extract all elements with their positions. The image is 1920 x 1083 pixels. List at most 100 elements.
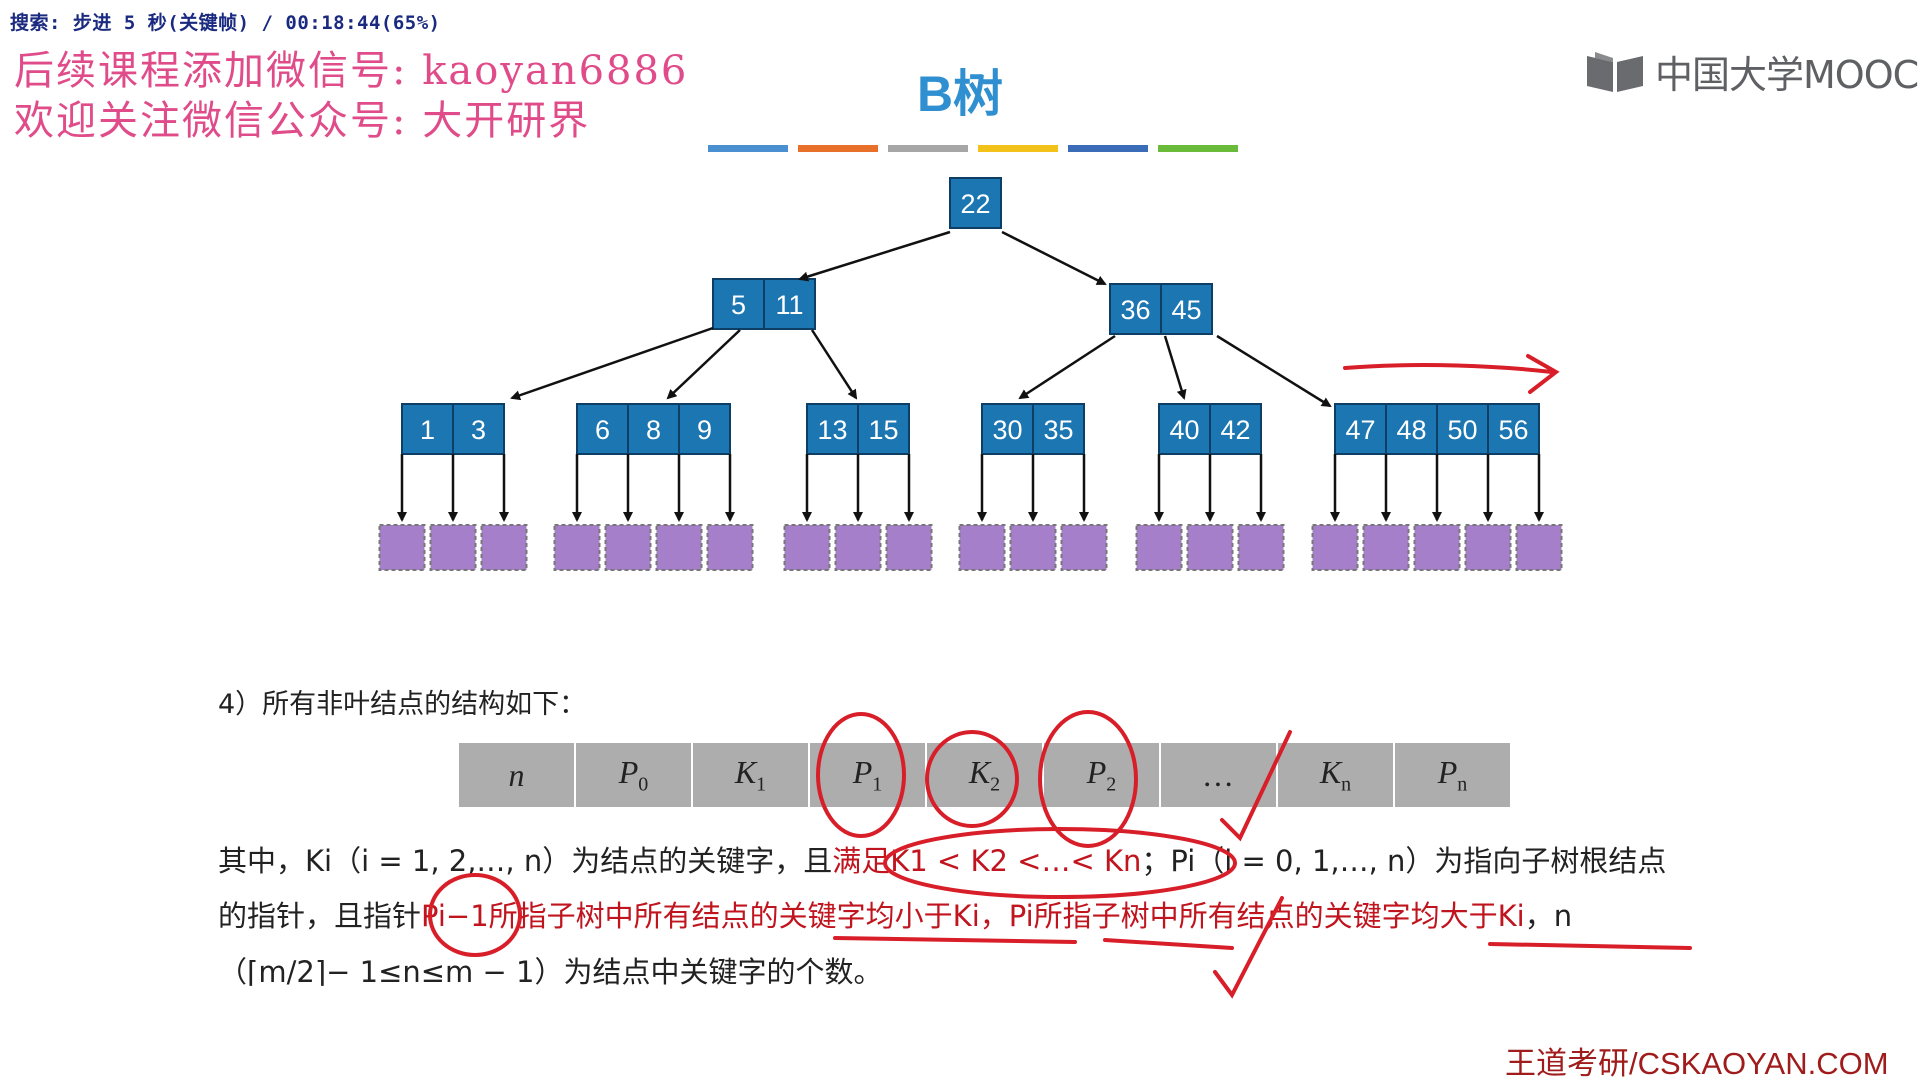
structure-cell: Kn xyxy=(1277,743,1395,807)
internal-node-cell xyxy=(763,278,816,330)
key-label: 1 xyxy=(420,415,435,445)
empty-leaf xyxy=(429,524,477,571)
key-label: 8 xyxy=(646,415,661,445)
structure-cell: Pn xyxy=(1437,753,1468,796)
leaf-parent-node-cell xyxy=(1334,403,1387,455)
key-label: 50 xyxy=(1447,415,1477,445)
structure-cell: P2 xyxy=(1043,743,1161,807)
leaf-parent-node-cell xyxy=(1487,403,1540,455)
key-label: 40 xyxy=(1169,415,1199,445)
para-l1-a: 其中，Ki（i = 1, 2,…, n）为结点的关键字，且 xyxy=(218,844,833,878)
watermark-line-1: 后续课程添加微信号: kaoyan6886 xyxy=(14,48,689,94)
key-label: 47 xyxy=(1345,415,1375,445)
empty-leaf xyxy=(1464,524,1512,571)
color-bar-segment xyxy=(708,145,788,152)
watermark-line-2: 欢迎关注微信公众号: 大开研界 xyxy=(14,98,591,144)
key-label: 9 xyxy=(697,415,712,445)
para-l1-red: 满足K1 < K2 <…< Kn xyxy=(832,844,1142,878)
structure-cell: … xyxy=(1160,743,1278,807)
empty-leaf xyxy=(1186,524,1234,571)
empty-leaf xyxy=(1311,524,1359,571)
leaf-parent-node-cell xyxy=(401,403,454,455)
empty-leaf xyxy=(480,524,528,571)
empty-leaf xyxy=(378,524,426,571)
key-label: 11 xyxy=(775,290,803,320)
structure-note: 4）所有非叶结点的结构如下： xyxy=(218,689,587,720)
tree-edge xyxy=(1216,334,1332,408)
tree-edge xyxy=(810,329,858,400)
empty-leaf xyxy=(1237,524,1285,571)
tree-edge xyxy=(1018,334,1116,400)
tree-edge xyxy=(798,230,951,282)
tree-edge xyxy=(1001,230,1107,286)
para-l2-red: Pi−1所指子树中所有结点的关键字均小于Ki，Pi所指子树中所有结点的关键字均大… xyxy=(421,899,1525,933)
structure-cell: K2 xyxy=(926,743,1044,807)
color-bar-segment xyxy=(978,145,1058,152)
leaf-parent-node-cell xyxy=(1209,403,1262,455)
leaf-parent-node-cell xyxy=(806,403,859,455)
empty-leaf xyxy=(783,524,831,571)
empty-leaf xyxy=(885,524,933,571)
leaf-parent-node-cell xyxy=(452,403,505,455)
leaf-parent-node-cell xyxy=(1436,403,1489,455)
leaf-parent-node-cell xyxy=(678,403,731,455)
para-l2-a: 的指针，且指针 xyxy=(218,899,422,933)
empty-leaf xyxy=(1009,524,1057,571)
color-bar-segment xyxy=(1158,145,1238,152)
structure-cell: n xyxy=(459,743,576,807)
key-label: 56 xyxy=(1498,415,1528,445)
empty-leaf xyxy=(1135,524,1183,571)
root-node-cell xyxy=(949,177,1002,229)
slide-title: B树 xyxy=(916,66,1004,122)
key-label: 13 xyxy=(817,415,847,445)
color-bar xyxy=(708,145,1238,152)
internal-node-cell xyxy=(1160,283,1213,335)
playback-status: 搜索: 步进 5 秒(关键帧) / 00:18:44(65%) xyxy=(10,12,441,34)
color-bar-segment xyxy=(798,145,878,152)
key-label: 5 xyxy=(731,290,746,320)
structure-cell: P0 xyxy=(575,743,693,807)
empty-leaf xyxy=(1413,524,1461,571)
key-label: 45 xyxy=(1171,295,1201,325)
tree-edge xyxy=(1163,335,1187,400)
tree-edge xyxy=(510,326,714,401)
empty-leaf xyxy=(1515,524,1563,571)
structure-cell: P1 xyxy=(809,743,927,807)
empty-leaf xyxy=(655,524,703,571)
empty-leaf xyxy=(834,524,882,571)
key-label: 30 xyxy=(992,415,1022,445)
paragraph-line-2: 的指针，且指针Pi−1所指子树中所有结点的关键字均小于Ki，Pi所指子树中所有结… xyxy=(218,889,1778,943)
tree-edge xyxy=(666,329,741,400)
key-label: 15 xyxy=(868,415,898,445)
leaf-parent-node-cell xyxy=(576,403,629,455)
color-bar-segment xyxy=(888,145,968,152)
key-label: 6 xyxy=(595,415,610,445)
footer-brand: 王道考研/CSKAOYAN.COM xyxy=(1505,1046,1889,1081)
internal-node-cell xyxy=(712,278,765,330)
key-label: 3 xyxy=(471,415,486,445)
empty-leaf xyxy=(553,524,601,571)
key-label: 42 xyxy=(1220,415,1250,445)
book-icon xyxy=(1587,51,1643,92)
key-label: 22 xyxy=(960,189,990,219)
empty-leaf xyxy=(604,524,652,571)
empty-leaf xyxy=(1060,524,1108,571)
leaf-parent-node-cell xyxy=(857,403,910,455)
paragraph-line-1: 其中，Ki（i = 1, 2,…, n）为结点的关键字，且满足K1 < K2 <… xyxy=(218,834,1778,888)
mooc-logo: 中国大学MOOC xyxy=(1585,44,1919,99)
leaf-parent-node-cell xyxy=(1032,403,1085,455)
key-label: 35 xyxy=(1043,415,1073,445)
logo-text: 中国大学MOOC xyxy=(1655,53,1919,97)
paragraph-line-3: （⌈m/2⌉− 1≤n≤m − 1）为结点中关键字的个数。 xyxy=(218,955,883,989)
para-l2-b: ，n xyxy=(1524,899,1573,933)
leaf-parent-node-cell xyxy=(981,403,1034,455)
key-label: 48 xyxy=(1396,415,1426,445)
para-l1-b: ；Pi（i = 0, 1,…, n）为指向子树根结点 xyxy=(1141,844,1667,878)
empty-leaf xyxy=(958,524,1006,571)
empty-leaf xyxy=(706,524,754,571)
empty-leaf xyxy=(1362,524,1410,571)
color-bar-segment xyxy=(1068,145,1148,152)
key-label: 36 xyxy=(1120,295,1150,325)
